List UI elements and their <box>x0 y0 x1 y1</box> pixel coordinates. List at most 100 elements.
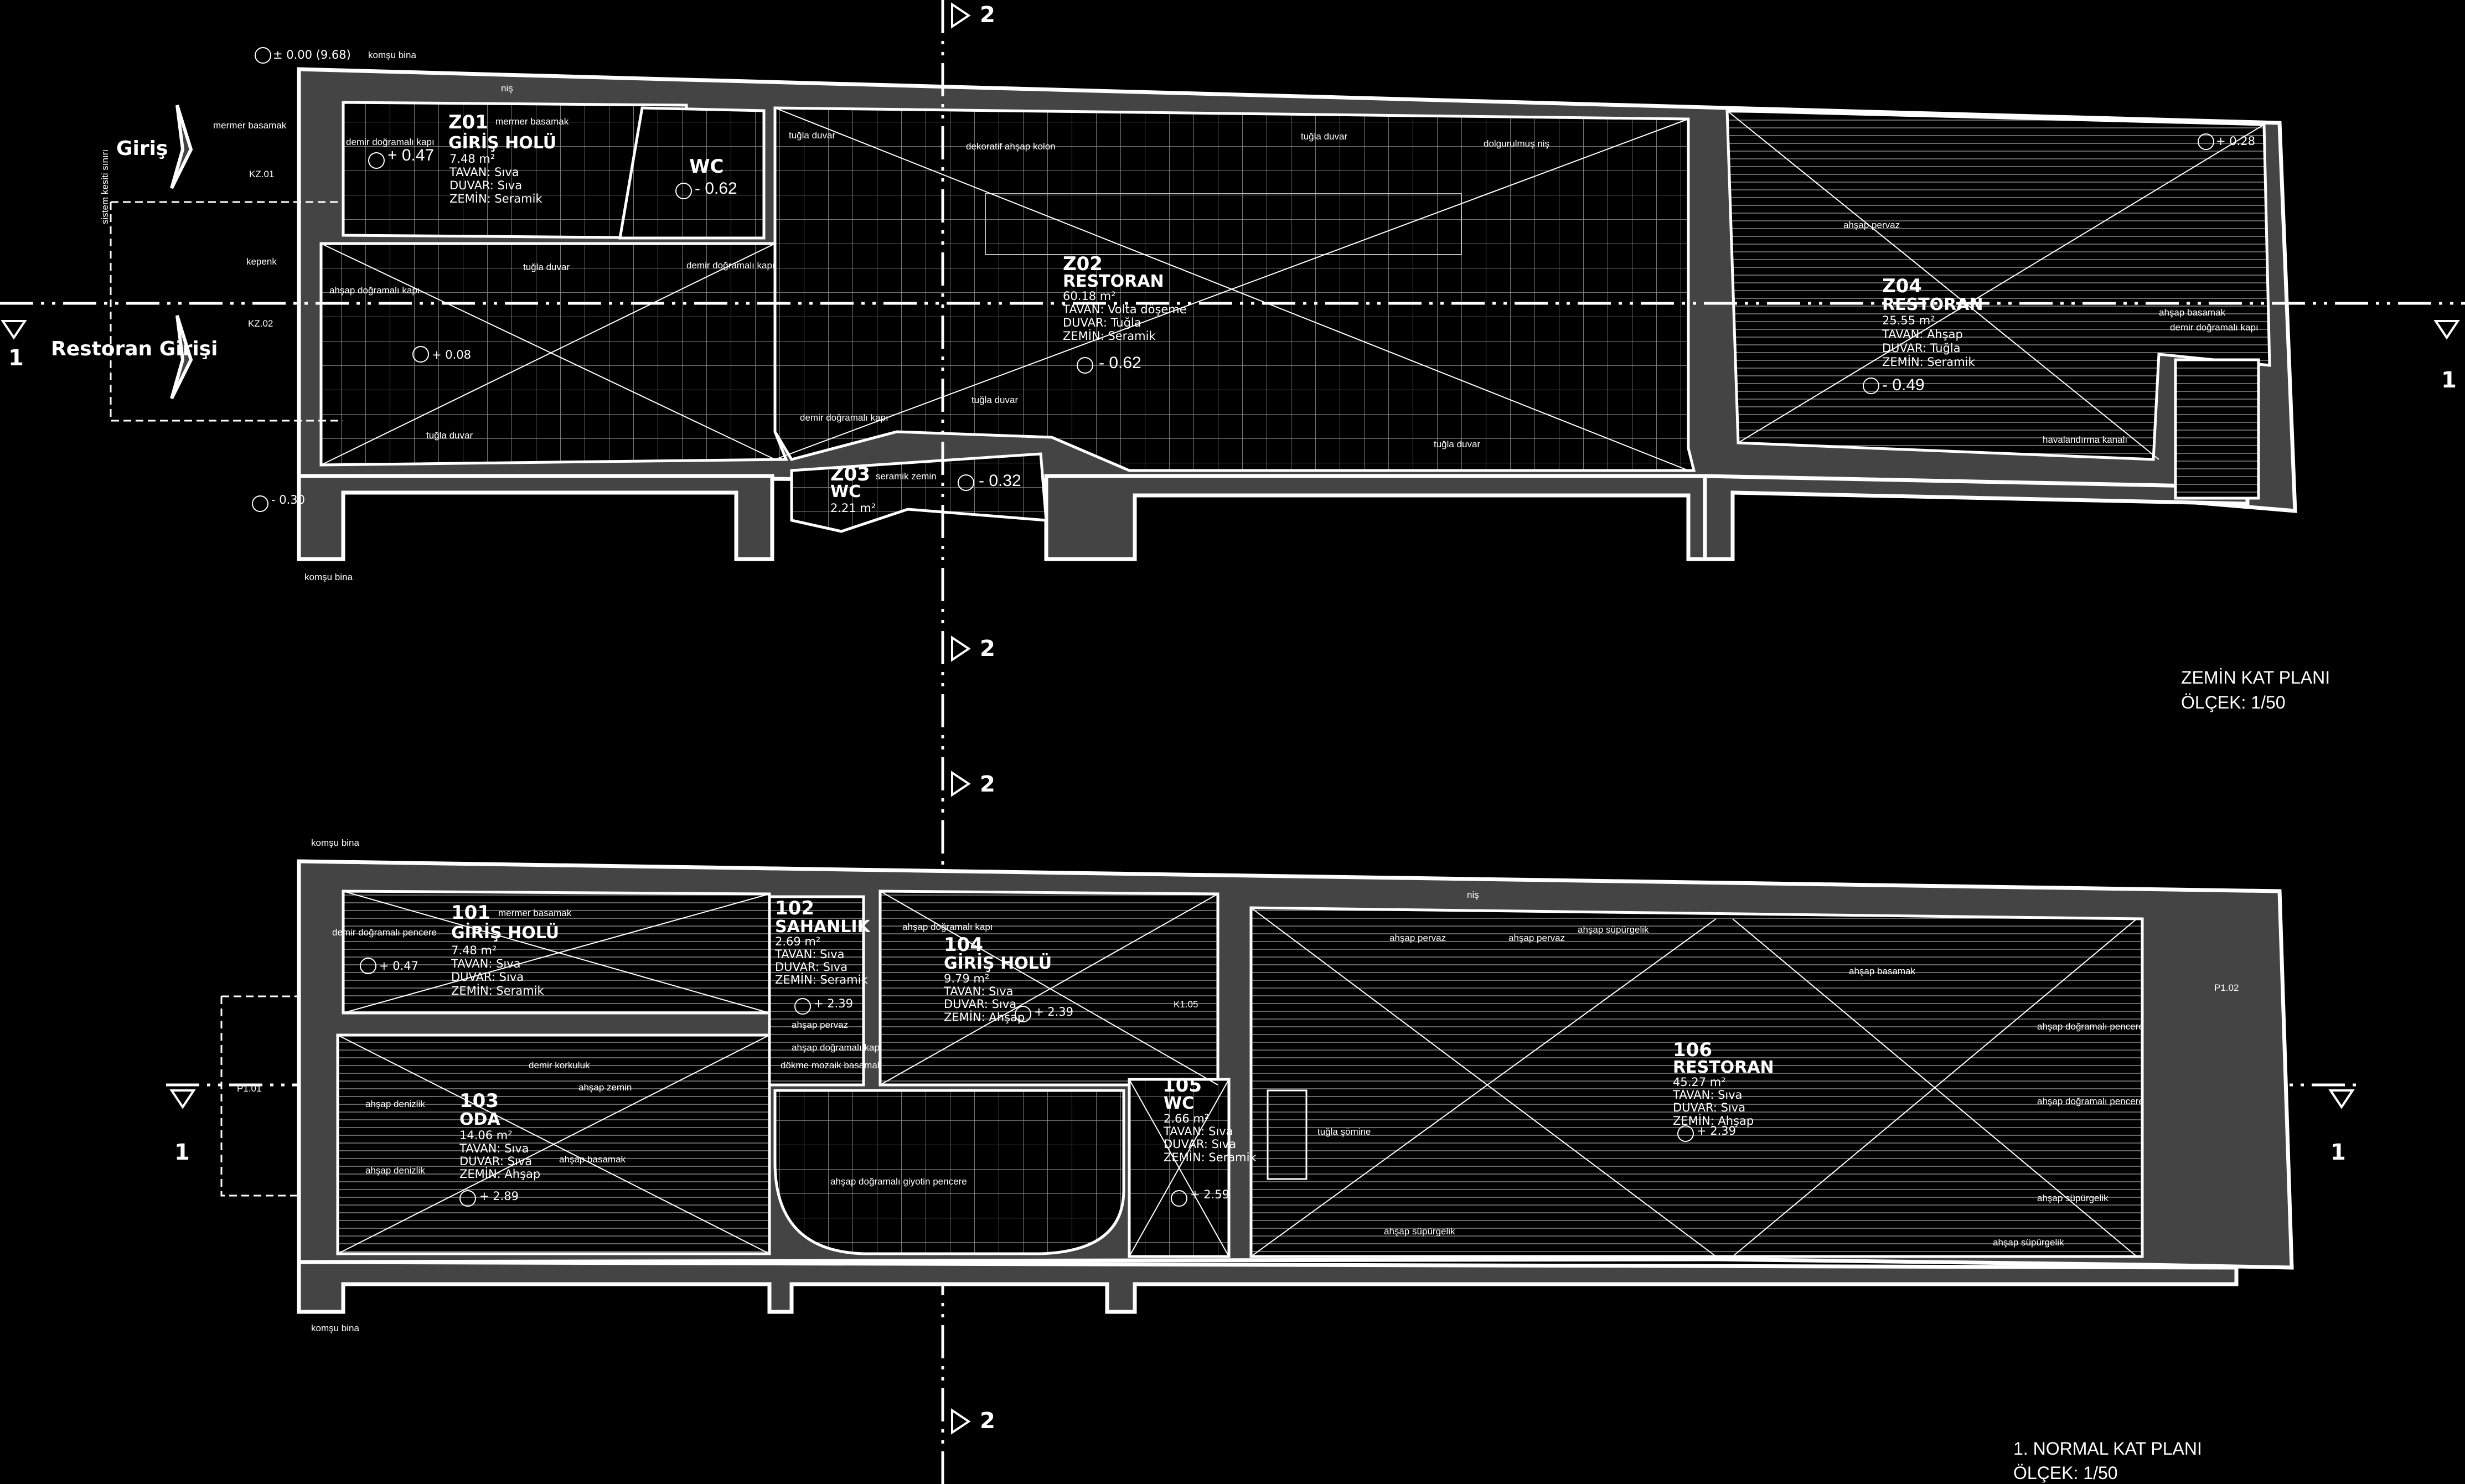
annotation: demir doğramalı kapı <box>346 137 435 147</box>
annotation: ahşap pervaz <box>1508 933 1565 943</box>
section-1-mark-left: 1 <box>8 345 24 371</box>
room-code: 104 <box>944 934 983 956</box>
section-1-mark-left-first: 1 <box>174 1140 190 1165</box>
room-elevation: + 2.39 <box>1034 1005 1073 1018</box>
annotation: ahşap denizlik <box>365 1099 425 1109</box>
room-elevation: + 2.59 <box>1190 1188 1229 1201</box>
room-floor: ZEMİN: Seramik <box>449 192 542 205</box>
room-code: Z02 <box>1063 253 1103 275</box>
room-label-102: 102 SAHANLIK 2.69 m² TAVAN: Sıva DUVAR: … <box>774 897 871 1015</box>
room-label-wc: WC - 0.62 <box>675 156 737 199</box>
annotation: ahşap süpürgelik <box>1578 924 1649 935</box>
entry-arrow-icon <box>170 105 193 189</box>
section-markers: 1 1 1 1 2 2 2 2 <box>1 2 2460 1435</box>
section-2-mark: 2 <box>980 772 995 797</box>
section-boundary <box>220 995 299 1197</box>
annotation: ahşap doğramalı kapı <box>329 285 420 296</box>
elevation-marker-icon <box>360 958 376 974</box>
room-name: GİRİŞ HOLÜ <box>448 132 556 153</box>
first-annotations: komşu bina niş mermer basamak demir doğr… <box>237 837 2239 1333</box>
annotation: tuğla duvar <box>789 130 835 141</box>
elevation-marker-icon <box>1863 378 1879 394</box>
annotation: komşu bina <box>311 837 359 848</box>
room-label-104: 104 GİRİŞ HOLÜ 9.79 m² TAVAN: Sıva DUVAR… <box>943 934 1073 1024</box>
section-triangle-icon <box>951 1408 971 1435</box>
room-ceiling: TAVAN: Sıva <box>459 1142 529 1155</box>
annotation: demir doğramalı kapı <box>686 260 775 271</box>
annotation: sistem kesiti sınırı <box>100 149 110 224</box>
room-name: WC <box>689 156 724 178</box>
main-entry-label: Giriş <box>116 137 168 160</box>
annotation: dekoratif ahşap kolon <box>966 141 1056 152</box>
elevation-marker-icon <box>255 47 271 64</box>
room-elevation: - 0.62 <box>695 179 737 198</box>
elevation-marker-icon <box>794 998 811 1015</box>
room-wall: DUVAR: Sıva <box>1164 1137 1236 1151</box>
room-floor: ZEMİN: Seramik <box>1882 355 1975 369</box>
annotation: ahşap süpürgelik <box>1384 1226 1455 1237</box>
room-ceiling: TAVAN: Sıva <box>451 957 521 970</box>
room-floor: ZEMİN: Ahşap <box>1673 1114 1754 1128</box>
room-name: RESTORAN <box>1063 272 1164 291</box>
room-name: RESTORAN <box>1882 295 1983 314</box>
annotation: demir doğramalı kapı <box>2170 322 2259 333</box>
plan-title: 1. NORMAL KAT PLANI <box>2013 1439 2202 1459</box>
annotation: seramik zemin <box>876 471 937 482</box>
annotation: ahşap pervaz <box>792 1020 848 1030</box>
room-code: 102 <box>775 897 814 919</box>
room-code: 101 <box>451 902 490 924</box>
annotation: ahşap basamak <box>1849 966 1916 976</box>
room-area: 2.21 m² <box>830 501 876 515</box>
room-area: 45.27 m² <box>1673 1075 1726 1089</box>
annotation: tuğla duvar <box>1301 131 1347 142</box>
room-area: 25.55 m² <box>1882 314 1935 327</box>
room-102 <box>768 895 865 1087</box>
annotation: komşu bina <box>304 572 353 582</box>
room-name: ODA <box>459 1110 500 1129</box>
room-elevation: + 0.47 <box>379 959 418 973</box>
room-label-101: 101 GİRİŞ HOLÜ 7.48 m² TAVAN: Sıva DUVAR… <box>360 902 559 997</box>
annotation: dökme mozaik basamak <box>781 1060 882 1071</box>
room-106 <box>1249 906 2144 1258</box>
plan-scale: ÖLÇEK: 1/50 <box>2181 692 2286 712</box>
room-label-105: 105 WC 2.66 m² TAVAN: Sıva DUVAR: Sıva Z… <box>1162 1074 1257 1207</box>
room-code: Z03 <box>830 463 870 485</box>
room-wall: DUVAR: Tuğla <box>1882 342 1961 355</box>
ground-floor-plan <box>110 67 2297 561</box>
neighbor-wall-middle <box>1044 474 1707 561</box>
room-ceiling: TAVAN: Sıva <box>449 166 519 179</box>
room-wall: DUVAR: Sıva <box>459 1155 532 1168</box>
room-name: GİRİŞ HOLÜ <box>451 922 559 943</box>
annotation: niş <box>501 83 513 94</box>
section-triangle-icon <box>169 1089 196 1109</box>
elevation-marker-icon <box>958 474 974 491</box>
room-floor: ZEMİN: Seramik <box>1063 329 1156 343</box>
annotation: tuğla duvar <box>426 430 473 441</box>
room-label-103: 103 ODA 14.06 m² TAVAN: Sıva DUVAR: Sıva… <box>459 1090 540 1207</box>
room-ceiling: TAVAN: Sıva <box>1672 1088 1743 1102</box>
annotation: ahşap zemin <box>578 1082 632 1093</box>
elevation-marker-icon <box>252 495 268 512</box>
room-z03-wc <box>790 452 1048 533</box>
section-triangle-icon <box>951 2 971 29</box>
room-name: RESTORAN <box>1673 1058 1774 1077</box>
room-code: 106 <box>1673 1039 1712 1061</box>
elevation-label: ± 0.00 (9.68) <box>273 48 351 61</box>
room-wall: DUVAR: Sıva <box>775 960 847 974</box>
room-code: 103 <box>459 1090 499 1112</box>
room-name: WC <box>1164 1094 1194 1113</box>
section-1-mark-right: 1 <box>2441 368 2457 393</box>
elevation-marker-icon <box>459 1190 476 1207</box>
room-area: 7.48 m² <box>449 152 495 166</box>
plan-title: ZEMİN KAT PLANI <box>2181 668 2330 687</box>
annotation: kepenk <box>246 256 277 267</box>
room-elevation: - 0.62 <box>1099 354 1141 372</box>
elevation-marker-icon <box>1077 357 1093 374</box>
section-2-mark: 2 <box>980 2 995 28</box>
room-ceiling: TAVAN: Sıva <box>943 985 1014 998</box>
annotation: ahşap basamak <box>559 1154 626 1165</box>
elevation-marker-icon <box>412 346 429 363</box>
annotation: ahşap doğramalı giyotin pencere <box>830 1176 967 1187</box>
annotation: ahşap süpürgelik <box>1993 1237 2064 1248</box>
